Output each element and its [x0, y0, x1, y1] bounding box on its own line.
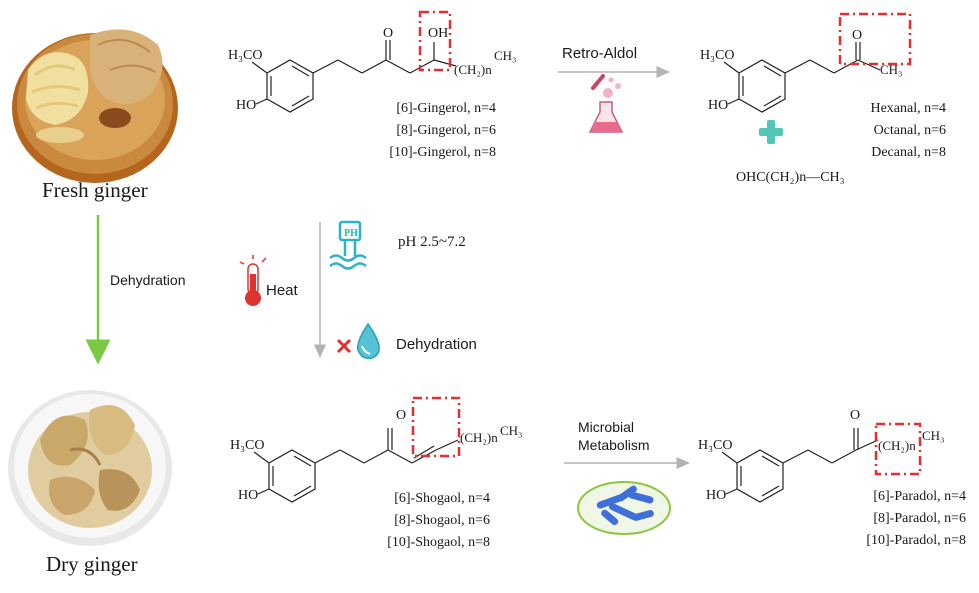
- shogaol-methoxy: H₃CO: [230, 438, 265, 453]
- paradol-ketone-o: O: [850, 408, 861, 423]
- shogaol-labels: [6]-Shogaol, n=4 [8]-Shogaol, n=6 [10]-S…: [350, 488, 490, 554]
- retro-aldol-label: Retro-Aldol: [562, 45, 638, 62]
- dehydration-condition-label: Dehydration: [396, 336, 477, 353]
- gingerol-highlight-box: [418, 10, 452, 72]
- retro-aldol-hydroxy: HO: [708, 98, 729, 113]
- microbial-label-line1: Microbial: [578, 419, 635, 435]
- gingerol-label-8: [8]-Gingerol, n=6: [396, 123, 496, 138]
- shogaol-chain: (CH₂)n: [460, 430, 498, 445]
- aldehyde-label-octanal: Octanal, n=6: [873, 123, 946, 138]
- paradol-hydroxy: HO: [706, 488, 727, 503]
- dry-ginger-label: Dry ginger: [46, 552, 138, 576]
- paradol-label-10: [10]-Paradol, n=8: [866, 533, 966, 548]
- paradol-label-8: [8]-Paradol, n=6: [873, 511, 966, 526]
- heat-label: Heat: [266, 282, 298, 299]
- aldehyde-formula: OHC(CH₂)n—CH₃: [736, 170, 845, 185]
- gingerol-methoxy: H₃CO: [228, 48, 263, 63]
- gingerol-label-6: [6]-Gingerol, n=4: [396, 101, 496, 116]
- gingerol-structure: [251, 40, 457, 113]
- ph-label: pH 2.5~7.2: [398, 234, 466, 250]
- gingerol-chain: (CH₂)n: [454, 62, 492, 77]
- paradol-label-6: [6]-Paradol, n=4: [873, 489, 966, 504]
- retro-aldol-terminal: CH₃: [880, 62, 903, 77]
- svg-text:PH: PH: [344, 228, 358, 239]
- aldehyde-label-decanal: Decanal, n=8: [871, 145, 946, 160]
- gingerol-alcohol: OH: [428, 26, 449, 41]
- paradol-highlight-box: [874, 422, 922, 476]
- dry-ginger-photo: [8, 390, 172, 546]
- gingerol-terminal: CH₃: [494, 48, 517, 63]
- thermometer-icon: [239, 255, 267, 306]
- retro-aldol-highlight-box: [838, 12, 912, 66]
- shogaol-label-10: [10]-Shogaol, n=8: [387, 535, 490, 550]
- plus-icon: [759, 120, 783, 144]
- paradol-structure: [721, 428, 879, 503]
- dropper-flask-icon: [588, 74, 624, 133]
- microbial-label-line2: Metabolism: [578, 437, 650, 453]
- shogaol-label-6: [6]-Shogaol, n=4: [394, 491, 490, 506]
- shogaol-label-8: [8]-Shogaol, n=6: [394, 513, 490, 528]
- gingerol-label-10: [10]-Gingerol, n=8: [389, 145, 496, 160]
- gingerol-ketone-o: O: [383, 26, 394, 41]
- paradol-terminal: CH₃: [922, 428, 945, 443]
- shogaol-highlight-box: [411, 396, 461, 458]
- paradol-methoxy: H₃CO: [698, 438, 733, 453]
- dehydration-left-label: Dehydration: [110, 272, 186, 288]
- fresh-ginger-photo: [12, 29, 178, 183]
- aldehyde-labels: Hexanal, n=4 Octanal, n=6 Decanal, n=8: [806, 98, 946, 164]
- gingerol-hydroxy: HO: [236, 98, 257, 113]
- shogaol-ketone-o: O: [396, 408, 407, 423]
- gingerol-labels: [6]-Gingerol, n=4 [8]-Gingerol, n=6 [10]…: [356, 98, 496, 164]
- microbial-label: Microbial Metabolism: [578, 418, 650, 454]
- shogaol-terminal: CH₃: [500, 423, 523, 438]
- shogaol-structure: [253, 428, 459, 503]
- aldehyde-label-hexanal: Hexanal, n=4: [870, 101, 946, 116]
- red-cross-icon: [336, 338, 352, 354]
- shogaol-hydroxy: HO: [238, 488, 259, 503]
- ph-meter-icon: PH: [329, 220, 367, 270]
- paradol-chain: (CH₂)n: [878, 438, 916, 453]
- microbe-icon: [577, 481, 671, 535]
- paradol-labels: [6]-Paradol, n=4 [8]-Paradol, n=6 [10]-P…: [826, 486, 966, 552]
- retro-aldol-methoxy: H₃CO: [700, 48, 735, 63]
- water-drop-icon: [356, 322, 380, 360]
- fresh-ginger-label: Fresh ginger: [42, 178, 148, 202]
- retro-aldol-ketone-o: O: [852, 28, 863, 43]
